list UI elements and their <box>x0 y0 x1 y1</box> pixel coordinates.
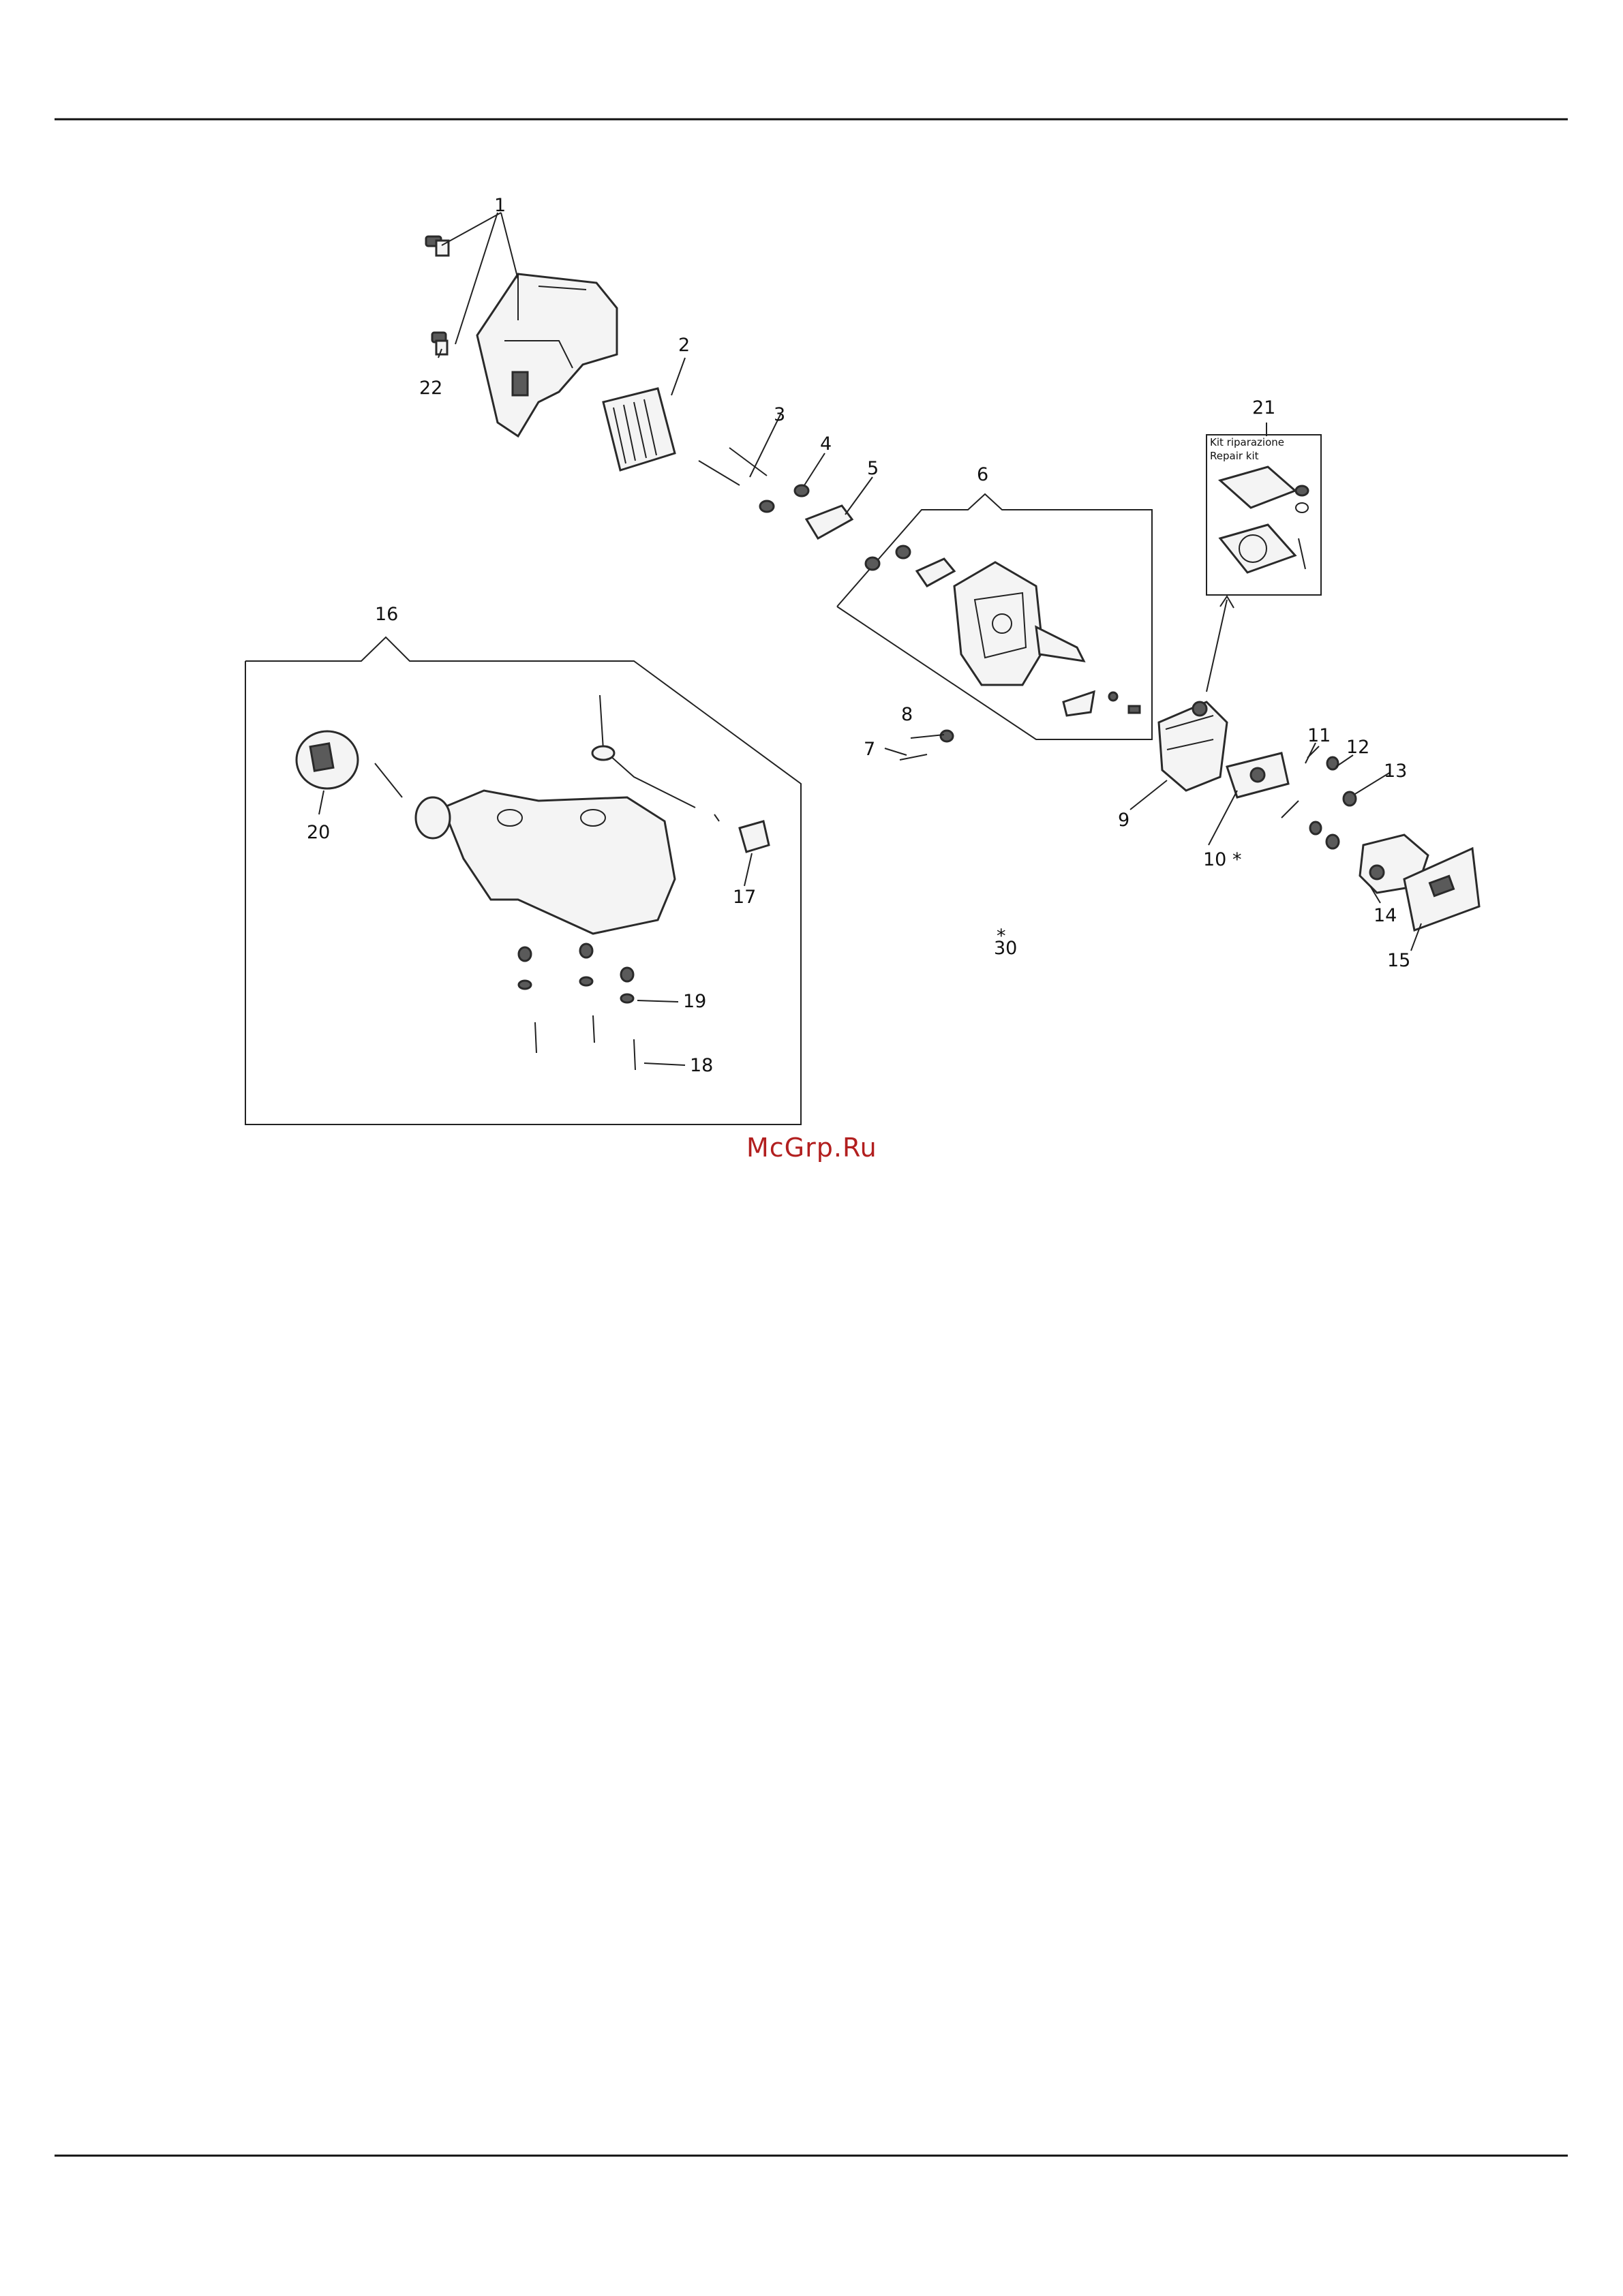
part-4-washers <box>760 485 808 512</box>
callout-4: 4 <box>820 433 832 455</box>
part-17-fuel-filter <box>714 814 769 852</box>
callout-2: 2 <box>678 335 690 356</box>
part-7-screw <box>900 754 927 760</box>
part-22-screw <box>432 333 447 354</box>
callout-16: 16 <box>375 604 398 625</box>
part-1-screw-top <box>426 236 449 256</box>
part-21-repair-kit-items <box>1220 467 1308 572</box>
callout-13: 13 <box>1384 761 1407 782</box>
callout-30: 30 <box>994 938 1017 959</box>
callout-1: 1 <box>494 195 506 216</box>
callout-20: 20 <box>307 822 330 843</box>
part-1-cover <box>477 274 617 436</box>
part-19-grommets <box>519 944 633 1002</box>
part-9-carburetor <box>1159 702 1227 791</box>
part-3-bolts <box>699 448 767 485</box>
callout-17: 17 <box>733 887 756 908</box>
callout-3: 3 <box>774 404 785 425</box>
part-20-fuel-cap <box>297 731 358 789</box>
part-5-bracket <box>806 506 852 538</box>
callout-12: 12 <box>1346 737 1369 758</box>
watermark: McGrp.Ru <box>746 1133 877 1163</box>
part-13-washers <box>1326 792 1356 848</box>
part-8-washer <box>941 731 953 741</box>
callout-15: 15 <box>1387 950 1410 971</box>
callout-22: 22 <box>419 378 442 399</box>
callout-11: 11 <box>1307 725 1331 746</box>
callout-9: 9 <box>1118 810 1129 831</box>
callout-14: 14 <box>1374 905 1397 926</box>
part-16-fuel-tank <box>375 695 695 934</box>
callout-21: 21 <box>1252 397 1275 418</box>
part-6-filter-housing <box>866 546 1140 716</box>
part-18-bolts <box>535 1015 635 1070</box>
callout-8: 8 <box>901 704 913 725</box>
callout-7: 7 <box>864 739 875 760</box>
repair-kit-label-it: Kit riparazione <box>1210 436 1284 448</box>
part-10-gasket <box>1227 753 1288 797</box>
repair-kit-label-en: Repair kit <box>1210 450 1259 462</box>
callout-18: 18 <box>690 1055 713 1076</box>
callout-5: 5 <box>867 458 879 479</box>
callout-10: 10 * <box>1203 849 1241 870</box>
part-2-air-filter <box>603 388 675 470</box>
callout-6: 6 <box>977 464 988 485</box>
part-12-washers <box>1310 757 1338 834</box>
callout-19: 19 <box>683 991 706 1012</box>
